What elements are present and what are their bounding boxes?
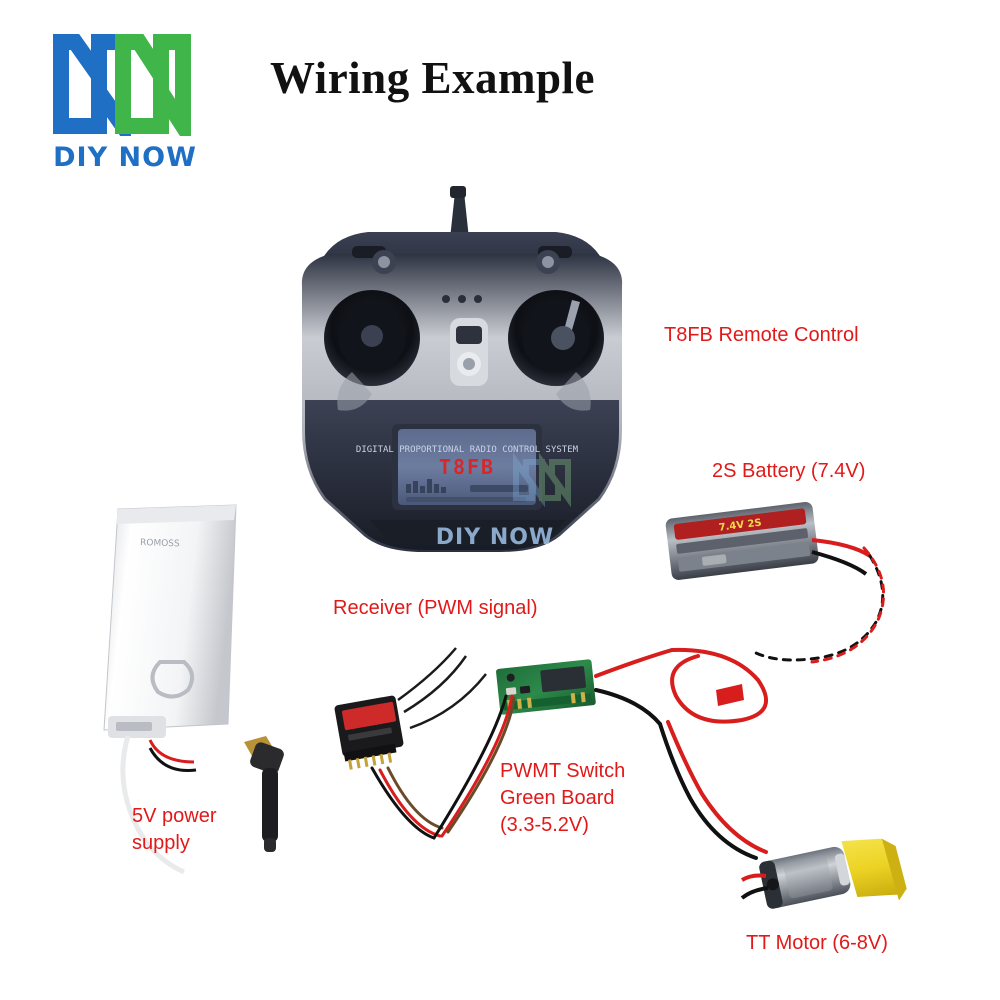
diynow-logo-icon: [53, 34, 191, 136]
label-power-supply: 5V power supply: [132, 805, 217, 854]
watermark-logo-icon: [513, 452, 571, 508]
label-pwmt-board: PWMT Switch Green Board (3.3-5.2V): [500, 760, 626, 836]
component-pwmt-board: [496, 659, 596, 715]
wiring-harness: [370, 546, 885, 860]
brand-logo: DIY NOW: [45, 32, 205, 182]
brand-logo-text: DIY NOW: [53, 142, 197, 173]
svg-text:T8FB: T8FB: [439, 455, 495, 479]
component-motor: [740, 838, 907, 909]
label-battery: 2S Battery (7.4V): [712, 460, 866, 482]
svg-text:7.4V 2S: 7.4V 2S: [718, 518, 762, 534]
label-remote-control: T8FB Remote Control: [664, 324, 859, 346]
component-power-bank: ROMOSS: [103, 504, 237, 738]
page-title: Wiring Example: [270, 53, 595, 103]
component-battery: 7.4V 2S: [665, 502, 872, 580]
svg-text:ROMOSS: ROMOSS: [140, 538, 180, 549]
svg-text:DIGITAL PROPORTIONAL RADIO CON: DIGITAL PROPORTIONAL RADIO CONTROL SYSTE…: [356, 445, 579, 455]
component-receiver: [334, 647, 487, 770]
label-receiver: Receiver (PWM signal): [333, 597, 538, 619]
label-motor: TT Motor (6-8V): [746, 932, 888, 954]
component-remote-control: DIGITAL PROPORTIONAL RADIO CONTROL SYSTE…: [301, 186, 623, 552]
usb-power-cable: [120, 735, 284, 875]
watermark-text: DIY NOW: [435, 525, 555, 550]
